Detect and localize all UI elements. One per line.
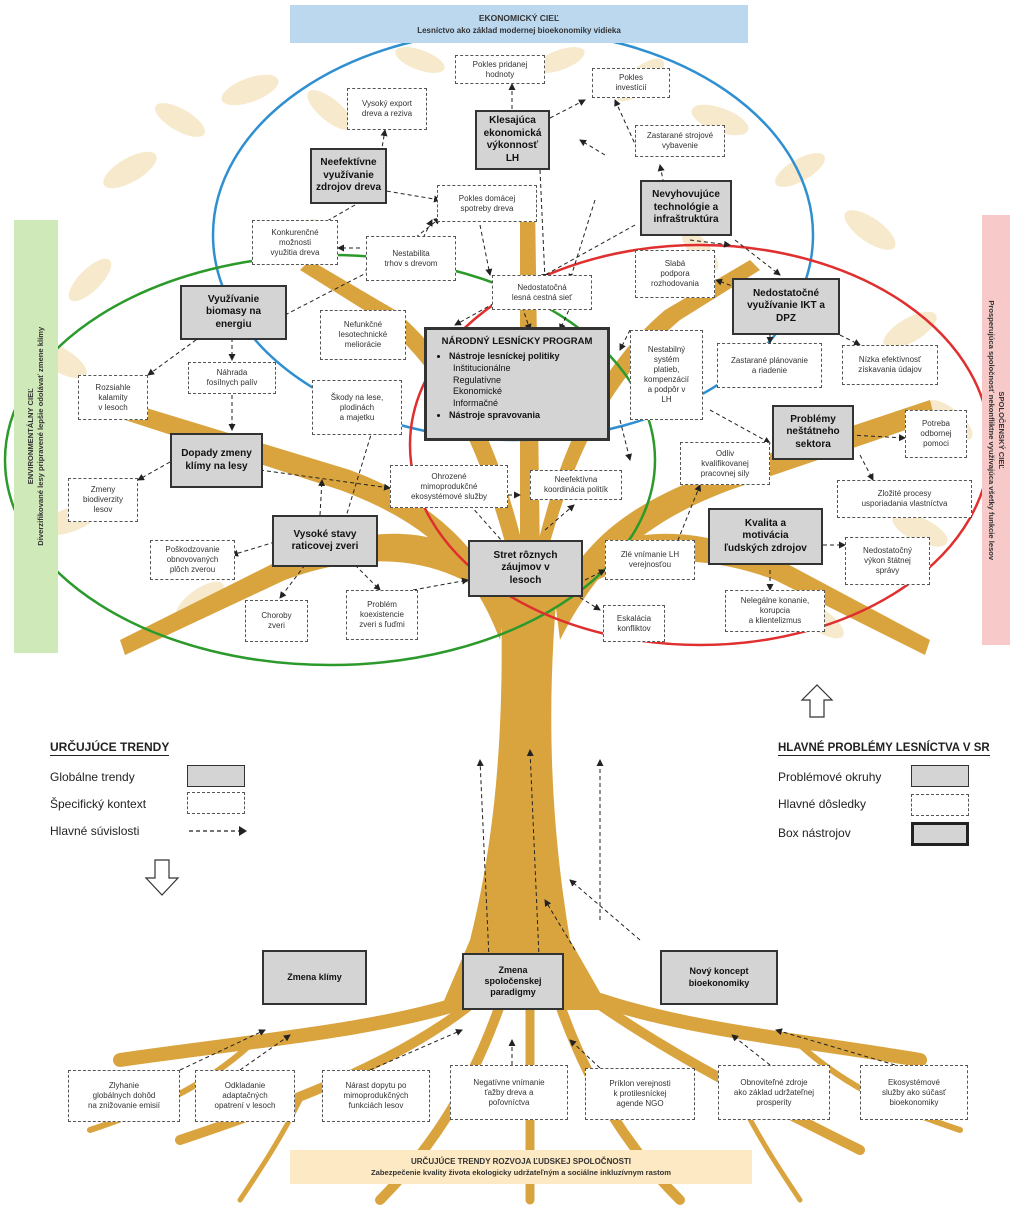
bottom-goal-banner: URČUJÚCE TRENDY ROZVOJA ĽUDSKEJ SPOLOČNO…: [290, 1150, 752, 1184]
consequence-box: Nedostatočná lesná cestná sieť: [492, 275, 592, 310]
consequence-box: Škody na lese, plodinách a majetku: [312, 380, 402, 435]
root-context-box: Obnoviteľné zdroje ako základ udržateľne…: [718, 1065, 830, 1120]
problem-box: Nedostatočné využívanie IKT a DPZ: [732, 278, 840, 335]
problem-box: Dopady zmeny klímy na lesy: [170, 433, 263, 488]
social-goal-title: SPOLOČENSKÝ CIEĽ: [997, 391, 1007, 469]
bottom-goal-title: URČUJÚCE TRENDY ROZVOJA ĽUDSKEJ SPOLOČNO…: [410, 1157, 632, 1166]
consequence-box: Nedostatočný výkon štátnej správy: [845, 537, 930, 585]
consequence-box: Pokles investícií: [592, 68, 670, 98]
legend-links-label: Hlavné súvislosti: [50, 824, 140, 838]
problem-box: Kvalita a motivácia ľudských zdrojov: [708, 508, 823, 565]
npl-title: NÁRODNÝ LESNÍCKY PROGRAM: [441, 336, 593, 347]
root-context-box: Príklon verejnosti k protilesníckej agen…: [585, 1068, 695, 1120]
consequence-box: Potreba odbornej pomoci: [905, 410, 967, 458]
legend-determining-trends: URČUJÚCE TRENDY Globálne trendy Špecific…: [50, 740, 270, 840]
consequence-box: Vysoký export dreva a reziva: [347, 88, 427, 130]
consequence-box: Nefunkčné lesotechnické meliorácie: [320, 310, 406, 360]
problem-box: Problémy neštátneho sektora: [772, 405, 854, 460]
legend-global-label: Globálne trendy: [50, 770, 135, 784]
consequence-box: Zastarané plánovanie a riadenie: [717, 343, 822, 388]
environmental-goal-banner: ENVIRONMENTÁLNY CIEĽ Diverzifikované les…: [14, 220, 58, 653]
consequence-box: Slabá podpora rozhodovania: [635, 250, 715, 298]
consequence-box: Zlé vnímanie LH verejnosťou: [605, 540, 695, 580]
npl-tool-list: Nástroje lesníckej politiky Inštitucioná…: [435, 351, 599, 421]
economic-goal-text: Lesníctvo ako základ modernej bioekonomi…: [417, 26, 621, 35]
legend-toolbox-swatch: [911, 822, 969, 846]
root-context-box: Zlyhanie globálnych dohôd na znižovanie …: [68, 1070, 180, 1122]
consequence-box: Problém koexistencie zveri s ľuďmi: [346, 590, 418, 640]
problem-box: Využívanie biomasy na energiu: [180, 285, 287, 340]
trend-box: Zmena klímy: [262, 950, 367, 1005]
environmental-goal-text: Diverzifikované lesy pripravené lepšie o…: [36, 327, 45, 546]
social-goal-banner: SPOLOČENSKÝ CIEĽ Prosperujúca spoločnosť…: [982, 215, 1010, 645]
npl-sub-item: Ekonomické: [453, 386, 503, 397]
root-context-box: Ekosystémové služby ako súčasť bioekonom…: [860, 1065, 968, 1120]
consequence-box: Nestabilita trhov s drevom: [366, 236, 456, 281]
legend-main-problems: HLAVNÉ PROBLÉMY LESNÍCTVA V SR Problémov…: [778, 740, 1008, 860]
npl-sub-item: Regulatívne: [453, 374, 502, 385]
npl-item-governance-tools-label: Nástroje spravovania: [449, 409, 541, 420]
consequence-box: Choroby zveri: [245, 600, 308, 642]
consequence-box: Eskalácia konfliktov: [603, 605, 665, 642]
legend-specific-swatch: [187, 792, 245, 814]
legend-right-title: HLAVNÉ PROBLÉMY LESNÍCTVA V SR: [778, 742, 990, 756]
legend-problem-areas-swatch: [911, 765, 969, 787]
consequence-box: Náhrada fosílnych palív: [188, 362, 276, 394]
root-context-box: Negatívne vnímanie ťažby dreva a poľovní…: [450, 1065, 568, 1120]
trend-box: Nový koncept bioekonomiky: [660, 950, 778, 1005]
npl-item-governance-tools: Nástroje spravovania: [449, 410, 599, 422]
npl-sub-item: Informačné: [453, 398, 499, 409]
up-arrow-icon: [800, 684, 834, 718]
consequence-box: Ohrozené mimoprodukčné ekosystémové služ…: [390, 465, 508, 508]
legend-links-arrow-icon: [189, 826, 247, 836]
consequence-box: Poškodzovanie obnovovaných plôch zverou: [150, 540, 235, 580]
consequence-box: Zmeny biodiverzity lesov: [68, 478, 138, 522]
social-goal-text: Prosperujúca spoločnosť nekonfliktne vyu…: [987, 300, 996, 560]
economic-goal-banner: EKONOMICKÝ CIEĽ Lesníctvo ako základ mod…: [290, 5, 748, 43]
consequence-box: Neefektívna koordinácia politík: [530, 470, 622, 500]
national-forest-program-box: NÁRODNÝ LESNÍCKY PROGRAM Nástroje lesníc…: [424, 327, 610, 441]
consequence-box: Nelegálne konanie, korupcia a klienteliz…: [725, 590, 825, 632]
legend-global-swatch: [187, 765, 245, 787]
npl-sub-item: Inštitucionálne: [453, 363, 511, 374]
down-arrow-icon: [144, 859, 180, 896]
legend-left-title: URČUJÚCE TRENDY: [50, 740, 170, 756]
legend-consequences-swatch: [911, 794, 969, 816]
npl-item-policy-tools: Nástroje lesníckej politiky Inštitucioná…: [449, 351, 599, 409]
consequence-box: Odliv kvalifikovanej pracovnej sily: [680, 442, 770, 485]
consequence-box: Nestabilný systém platieb, kompenzácií a…: [630, 330, 703, 420]
problem-box: Klesajúca ekonomická výkonnosť LH: [475, 110, 550, 170]
bottom-goal-text: Zabezpečenie kvality života ekologicky u…: [370, 1168, 672, 1177]
consequence-box: Rozsiahle kalamity v lesoch: [78, 375, 148, 420]
consequence-box: Konkurenčné možnosti využitia dreva: [252, 220, 338, 265]
legend-specific-label: Špecifický kontext: [50, 797, 147, 811]
problem-box: Neefektívne využívanie zdrojov dreva: [310, 148, 387, 204]
legend-consequences-label: Hlavné dôsledky: [778, 797, 867, 811]
root-context-box: Nárast dopytu po mimoprodukčných funkciá…: [322, 1070, 430, 1122]
legend-toolbox-label: Box nástrojov: [778, 826, 851, 840]
consequence-box: Pokles pridanej hodnoty: [455, 55, 545, 84]
environmental-goal-title: ENVIRONMENTÁLNY CIEĽ: [25, 388, 35, 485]
trend-box: Zmena spoločenskej paradigmy: [462, 953, 564, 1010]
problem-box: Stret rôznych záujmov v lesoch: [468, 540, 583, 597]
legend-problem-areas-label: Problémové okruhy: [778, 770, 882, 784]
economic-goal-title: EKONOMICKÝ CIEĽ: [478, 13, 560, 23]
consequence-box: Zastarané strojové vybavenie: [635, 125, 725, 157]
problem-box: Vysoké stavy raticovej zveri: [272, 515, 378, 567]
consequence-box: Pokles domácej spotreby dreva: [437, 185, 537, 222]
problem-box: Nevyhovujúce technológie a infraštruktúr…: [640, 180, 732, 236]
root-context-box: Odkladanie adaptačných opatrení v lesoch: [195, 1070, 295, 1122]
consequence-box: Nízka efektívnosť získavania údajov: [842, 345, 938, 385]
npl-item-policy-tools-label: Nástroje lesníckej politiky: [449, 351, 560, 362]
consequence-box: Zložité procesy usporiadania vlastníctva: [837, 480, 972, 518]
